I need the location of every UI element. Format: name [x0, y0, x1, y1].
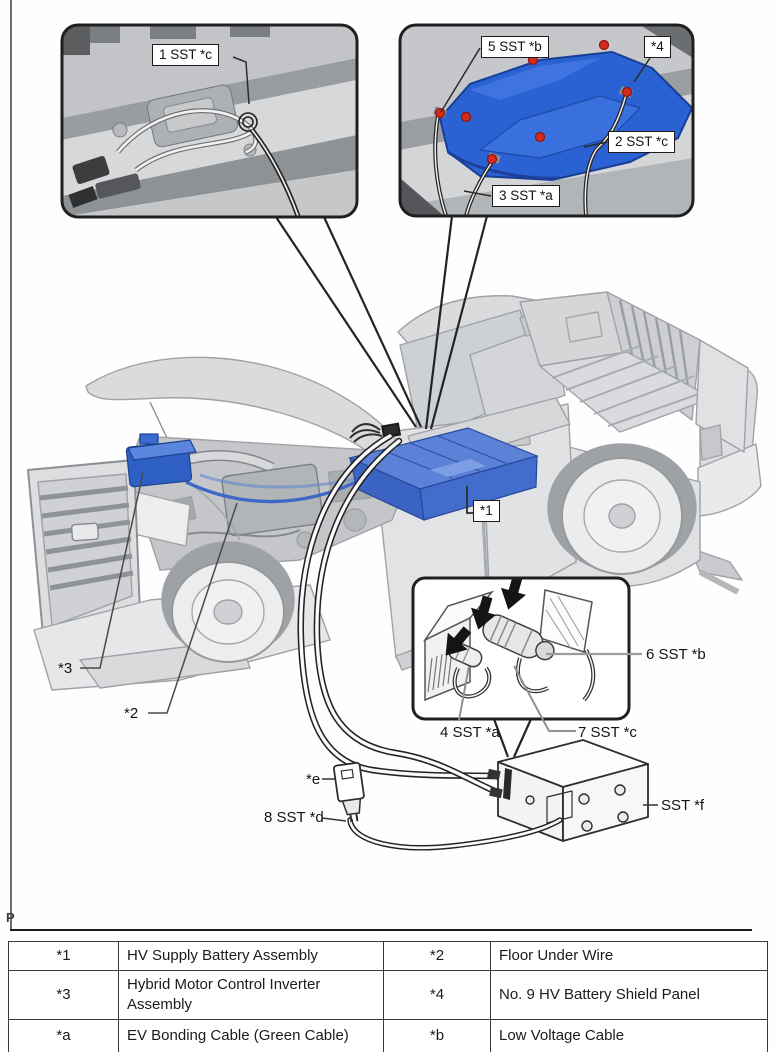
legend-key: *b — [383, 1019, 491, 1052]
legend-row: *1 HV Supply Battery Assembly *2 Floor U… — [8, 941, 768, 971]
legend-desc: Floor Under Wire — [490, 941, 768, 971]
callout-3-sst-a: 3 SST *a — [492, 185, 560, 207]
truck-leader-lines — [80, 472, 473, 714]
battery-connector — [349, 422, 402, 443]
legend-desc: Low Voltage Cable — [490, 1019, 768, 1052]
callout-5-sst-b: 5 SST *b — [481, 36, 549, 58]
legend-desc: Hybrid Motor Control Inverter Assembly — [118, 970, 384, 1020]
diagram-artwork — [27, 23, 762, 851]
legend-key: *2 — [383, 941, 491, 971]
inset-connectors — [411, 576, 642, 758]
press-arrows — [445, 578, 526, 656]
legend-desc: EV Bonding Cable (Green Cable) — [118, 1019, 384, 1052]
bonding-plug — [332, 761, 365, 823]
legend-row: *3 Hybrid Motor Control Inverter Assembl… — [8, 970, 768, 1020]
callout-star3: *3 — [58, 660, 73, 677]
sst-f-box — [497, 739, 649, 842]
callout-star4: *4 — [644, 36, 671, 58]
callout-sst-f: SST *f — [661, 797, 705, 814]
cable-fittings — [487, 768, 512, 800]
legend-key: *a — [8, 1019, 119, 1052]
inset-callout-tails — [275, 215, 489, 430]
bottom-leader-lines — [321, 778, 658, 822]
callout-7-sst-c: 7 SST *c — [578, 724, 637, 741]
figure-bottom-border — [10, 929, 752, 931]
legend-desc: No. 9 HV Battery Shield Panel — [490, 970, 768, 1020]
legend-key: *3 — [8, 970, 119, 1020]
coupler-6 — [482, 614, 555, 661]
callout-4-sst-a: 4 SST *a — [440, 724, 500, 741]
page-marker: P — [6, 910, 15, 925]
hv-cables — [297, 432, 563, 851]
legend-table: *1 HV Supply Battery Assembly *2 Floor U… — [8, 941, 768, 1052]
callout-2-sst-c: 2 SST *c — [608, 131, 676, 153]
callout-6-sst-b: 6 SST *b — [646, 646, 706, 663]
callout-1-sst-c: 1 SST *c — [152, 44, 220, 66]
battery-shield-panel — [439, 51, 693, 181]
legend-desc: HV Supply Battery Assembly — [118, 941, 384, 971]
figure-left-border — [10, 0, 12, 929]
callout-star2: *2 — [124, 705, 139, 722]
callout-star1: *1 — [473, 500, 500, 522]
callout-star-e: *e — [306, 771, 321, 788]
callout-8-sst-d: 8 SST *d — [264, 809, 324, 826]
legend-key: *4 — [383, 970, 491, 1020]
legend-key: *1 — [8, 941, 119, 971]
legend-row: *a EV Bonding Cable (Green Cable) *b Low… — [8, 1019, 768, 1052]
